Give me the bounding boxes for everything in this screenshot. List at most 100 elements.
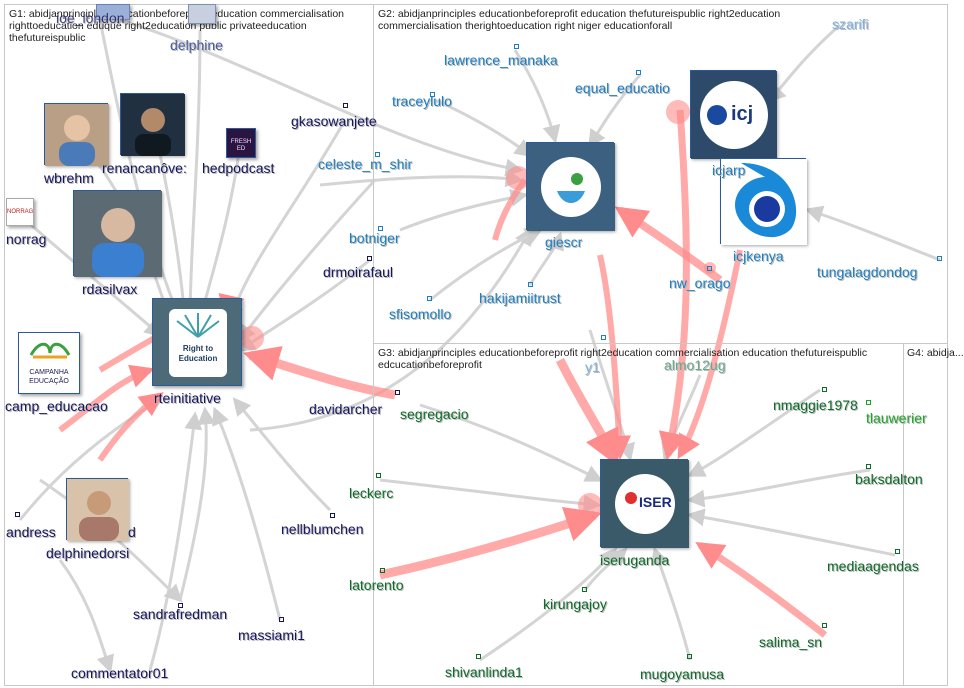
delphinedorsi-avatar[interactable]	[66, 478, 129, 541]
node-label-leckerc[interactable]: leckerc	[349, 485, 394, 501]
node-marker[interactable]	[866, 400, 871, 405]
hedpodcast-avatar[interactable]: FRESH ED	[226, 128, 256, 158]
node-label-sfisomollo[interactable]: sfisomollo	[389, 306, 452, 322]
rte-logo-text-1: Right to	[182, 344, 214, 353]
norrag-avatar[interactable]: NORRAG	[6, 198, 34, 226]
rdasilvax-avatar[interactable]	[73, 190, 162, 277]
node-label-drmoirafaul[interactable]: drmoirafaul	[323, 264, 394, 280]
node-label-shivanlinda1[interactable]: shivanlinda1	[445, 664, 523, 680]
node-label-sandrafredman[interactable]: sandrafredman	[133, 606, 228, 622]
node-marker[interactable]	[601, 335, 606, 340]
iseruganda-avatar[interactable]: ISER	[600, 459, 689, 548]
edge	[319, 169, 524, 188]
node-marker[interactable]	[375, 152, 380, 157]
node-label-mediaagendas[interactable]: mediaagendas	[827, 558, 919, 574]
node-marker[interactable]	[822, 387, 827, 392]
node-marker[interactable]	[380, 568, 385, 573]
delphine-avatar[interactable]	[188, 4, 216, 24]
node-label-botniger[interactable]: botniger	[349, 230, 400, 246]
node-label-tungalagdondog[interactable]: tungalagdondog	[817, 264, 918, 280]
node-label-icjarp[interactable]: icjarp	[712, 162, 746, 178]
node-marker[interactable]	[15, 512, 20, 517]
iser-logo-icon	[601, 460, 689, 548]
edge	[98, 19, 184, 324]
node-label-nmaggie1978[interactable]: nmaggie1978	[773, 397, 858, 413]
node-label-nellblumchen[interactable]: nellblumchen	[281, 521, 364, 537]
node-marker[interactable]	[279, 617, 284, 622]
node-label-tlauwerier[interactable]: tlauwerier	[866, 410, 927, 426]
node-label-wbrehm[interactable]: wbrehm	[44, 170, 94, 186]
node-label-rdasilvax[interactable]: rdasilvax	[82, 281, 138, 297]
node-label-nw-orago[interactable]: nw_orago	[669, 275, 731, 291]
group-title-g1: G1: abidjanprinciples educationbeforepro…	[9, 8, 345, 44]
node-label-kirungajoy[interactable]: kirungajoy	[543, 596, 607, 612]
node-label-delphine[interactable]: delphine	[170, 37, 223, 53]
group-title-g2: G2: abidjanprinciples educationbeforepro…	[378, 8, 781, 32]
node-marker[interactable]	[476, 654, 481, 659]
node-label-traceylulo[interactable]: traceylulo	[392, 93, 452, 109]
node-label-szarifi[interactable]: szarifi	[832, 16, 869, 32]
node-label-hedpodcast[interactable]: hedpodcast	[202, 160, 275, 176]
node-label-massiami1[interactable]: massiami1	[238, 627, 305, 643]
node-label-commentator01[interactable]: commentator01	[71, 665, 169, 681]
node-marker[interactable]	[895, 549, 900, 554]
node-marker[interactable]	[866, 464, 871, 469]
node-marker[interactable]	[430, 92, 435, 97]
node-label-giescr[interactable]: giescr	[545, 234, 583, 250]
node-marker[interactable]	[376, 473, 381, 478]
edge	[249, 226, 532, 432]
edge	[178, 406, 216, 601]
node-label-gkasowanjete[interactable]: gkasowanjete	[291, 113, 377, 129]
node-label-norrag[interactable]: norrag	[6, 231, 47, 247]
node-marker[interactable]	[427, 296, 432, 301]
node-marker[interactable]	[636, 70, 641, 75]
node-label-equal-education[interactable]: equal_educatio	[575, 80, 670, 96]
rteinitiative-avatar[interactable]: Right to Education	[152, 298, 242, 386]
node-marker[interactable]	[178, 603, 183, 608]
node-marker[interactable]	[343, 103, 348, 108]
wbrehm-avatar[interactable]	[44, 103, 109, 166]
node-marker[interactable]	[395, 390, 400, 395]
edge	[379, 507, 602, 580]
node-label-celeste-m-shir[interactable]: celeste_m_shir	[318, 156, 413, 172]
giescr-avatar[interactable]	[526, 142, 615, 231]
node-marker[interactable]	[514, 44, 519, 49]
rte-logo-card: Right to Education	[169, 309, 227, 377]
group-title-g4: G4: abidja...	[907, 347, 964, 359]
edge	[97, 392, 164, 462]
node-label-icjkenya[interactable]: icjkenya	[733, 248, 784, 264]
node-marker[interactable]	[378, 226, 383, 231]
node-marker[interactable]	[822, 623, 827, 628]
node-marker[interactable]	[707, 266, 712, 271]
node-label-davidarcher[interactable]: davidarcher	[309, 401, 383, 417]
ioe-london-avatar[interactable]	[96, 4, 130, 20]
node-label-latorento[interactable]: latorento	[349, 577, 404, 593]
node-label-baksdalton[interactable]: baksdalton	[855, 471, 923, 487]
node-label-camp-educacao[interactable]: camp_educacao	[5, 398, 108, 414]
node-label-ioe-london[interactable]: ioe_london	[56, 10, 125, 26]
node-label-lawrence-manaka[interactable]: lawrence_manaka	[444, 52, 558, 68]
node-label-mugoyamusa[interactable]: mugoyamusa	[640, 666, 725, 682]
renancanoves-avatar[interactable]	[120, 93, 185, 156]
node-label-salima-sn[interactable]: salima_sn	[759, 634, 823, 650]
node-label-almo12ug[interactable]: almo12ug	[664, 357, 726, 373]
node-label-delphinedorsi[interactable]: delphinedorsi	[46, 545, 130, 561]
node-marker[interactable]	[937, 256, 942, 261]
node-marker[interactable]	[367, 256, 372, 261]
camp-educacao-avatar[interactable]: CAMPANHA EDUCAÇÃO	[18, 332, 80, 394]
node-label-iseruganda[interactable]: iseruganda	[600, 552, 670, 568]
node-label-hakijamiitrust[interactable]: hakijamiitrust	[479, 290, 561, 306]
icjkenya-avatar[interactable]	[720, 158, 807, 245]
node-label-overlap-y1[interactable]: y1	[585, 359, 600, 375]
node-marker[interactable]	[687, 654, 692, 659]
node-marker[interactable]	[330, 513, 335, 518]
node-label-andress-suffix[interactable]: d	[128, 524, 136, 540]
node-marker[interactable]	[582, 587, 587, 592]
node-label-andress[interactable]: andress	[6, 524, 56, 540]
icj-logo-text: icj	[731, 103, 754, 125]
node-label-renancanoves[interactable]: renancanôve:	[102, 160, 187, 176]
icjarp-avatar[interactable]: icj	[690, 70, 777, 159]
node-marker[interactable]	[528, 282, 533, 287]
node-label-rteinitiative[interactable]: rteinitiative	[154, 390, 221, 406]
node-label-segregacio[interactable]: segregacio	[400, 406, 469, 422]
